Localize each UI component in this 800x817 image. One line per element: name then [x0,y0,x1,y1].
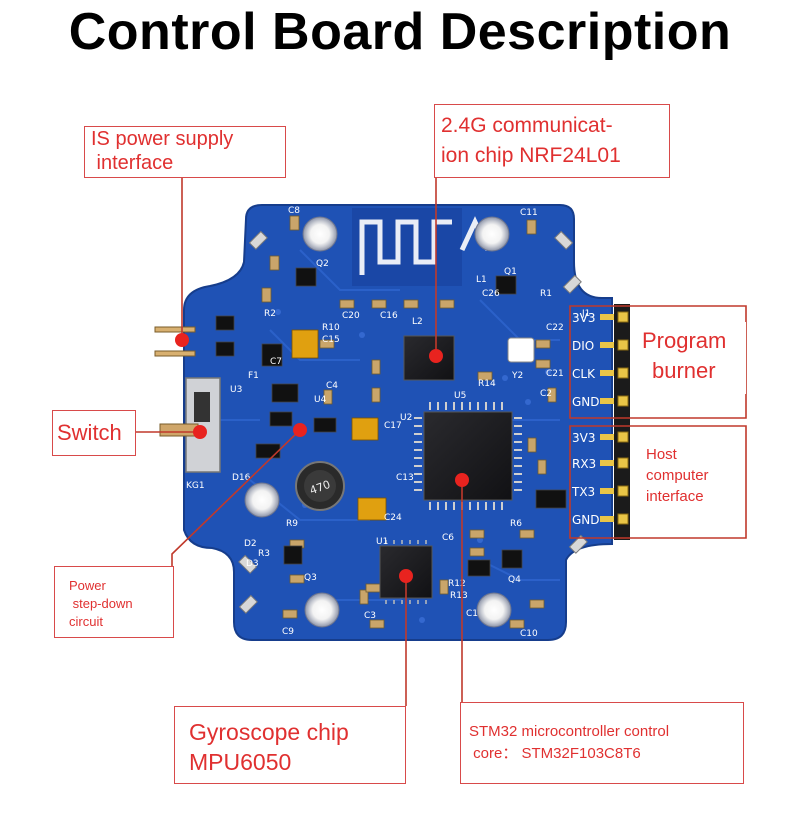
leader-program-burner [569,305,747,419]
silk-c4: C4 [326,381,338,391]
silk-c6: C6 [442,533,454,543]
header-pin-labels: 3V3 DIO CLK GND 3V3 RX3 TX3 GND [571,311,600,527]
silk-kg1: KG1 [186,481,205,491]
silk-r10: R10 [322,323,340,333]
callout-switch: Switch [52,410,136,456]
silk-c7: C7 [270,357,282,367]
callout-step-down-line1: Power [69,578,106,593]
callout-host-computer-interface: Host computer interface [642,444,742,510]
silk-f1: F1 [248,371,259,381]
silk-c13: C13 [396,473,414,483]
silk-c3: C3 [364,611,376,621]
silk-l1: L1 [476,275,487,285]
callout-gyro-line1: Gyroscope chip [189,719,349,745]
silk-u2: U2 [400,413,412,423]
pin-label-1: 3V3 [572,311,595,325]
power-switch [159,377,221,473]
silk-d16: D16 [232,473,251,483]
callout-step-down-line2: step-down [69,596,133,611]
header-pins [600,304,630,540]
callout-gyro-line2: MPU6050 [189,749,292,775]
leader-step-down [171,429,301,566]
silk-c21: C21 [546,369,564,379]
callout-power-supply-line2: interface [91,152,174,174]
silk-c11: C11 [520,208,538,218]
silk-c20: C20 [342,311,360,321]
silk-c16: C16 [380,311,398,321]
silk-r6: R6 [510,519,522,529]
silk-d2: D2 [244,539,257,549]
silk-q3: Q3 [304,573,317,583]
silk-r14: R14 [478,379,496,389]
silk-c17: C17 [384,421,402,431]
silk-r9: R9 [286,519,298,529]
pin-label-3: CLK [572,367,596,381]
pin-label-7: TX3 [571,485,595,499]
pin-label-4: GND [572,395,600,409]
callout-nrf-line2: ion chip NRF24L01 [441,144,621,167]
callout-host-line3: interface [646,488,704,505]
silk-q1: Q1 [504,267,517,277]
callout-stm32-line2: core： STM32F103C8T6 [469,745,641,762]
silk-c26: C26 [482,289,500,299]
callout-power-supply-line1: IS power supply [91,128,234,150]
silk-u4: U4 [314,395,327,405]
callout-power-supply-interface: IS power supply interface [84,126,286,178]
silk-u1: U1 [376,537,388,547]
callout-step-down-line3: circuit [69,614,103,629]
leader-host [569,425,747,539]
pin-label-2: DIO [572,339,594,353]
callout-switch-label: Switch [57,420,122,445]
callout-program-burner: Program burner [636,322,746,394]
mcu-chip [414,402,522,510]
inductor [295,461,345,511]
silk-c2: C2 [540,389,552,399]
callout-nrf24l01: 2.4G communicat- ion chip NRF24L01 [434,104,670,178]
callout-gyroscope: Gyroscope chip MPU6050 [174,706,406,784]
silk-l2: L2 [412,317,423,327]
pin-label-6: RX3 [572,457,596,471]
silk-c24: C24 [384,513,402,523]
mounting-holes [244,216,512,628]
pin-label-8: GND [572,513,600,527]
silk-r12: R12 [448,579,466,589]
silk-u5: U5 [454,391,466,401]
silk-q4: Q4 [508,575,521,585]
callout-program-line2: burner [652,358,716,383]
silk-q2: Q2 [316,259,329,269]
silk-c10: C10 [520,629,538,639]
callout-stm32-line1: STM32 microcontroller control [469,723,670,740]
silk-c8: C8 [288,206,300,216]
callout-power-step-down: Power step-down circuit [54,566,174,638]
silk-c9: C9 [282,627,294,637]
pin-label-5: 3V3 [572,431,595,445]
smd-components [215,215,567,629]
leader-lines [136,158,747,706]
silk-c22: C22 [546,323,564,333]
silk-r1: R1 [540,289,552,299]
silk-c15: C15 [322,335,340,345]
marker-dots [175,333,469,583]
pcb-outline [183,204,613,641]
silk-y2: Y2 [511,371,523,381]
silk-j1: J1 [581,309,590,319]
silk-r13: R13 [450,591,468,601]
callout-stm32: STM32 microcontroller control core： STM3… [460,702,744,784]
silk-r3: R3 [258,549,270,559]
silk-c1: C1 [466,609,478,619]
callout-program-line1: Program [642,328,727,353]
page-title: Control Board Description [68,3,732,61]
silkscreen-labels: C8 C11 Q2 L1 Q1 C26 R1 J1 R2 C20 C16 L2 … [186,206,590,639]
silk-d1: D1 [576,553,589,563]
silk-r2: R2 [264,309,276,319]
silk-d3: D3 [246,559,259,569]
callout-host-line2: computer [646,467,709,484]
silk-u3: U3 [230,385,242,395]
callout-nrf-line1: 2.4G communicat- [441,114,613,137]
callout-host-line1: Host [646,446,677,463]
